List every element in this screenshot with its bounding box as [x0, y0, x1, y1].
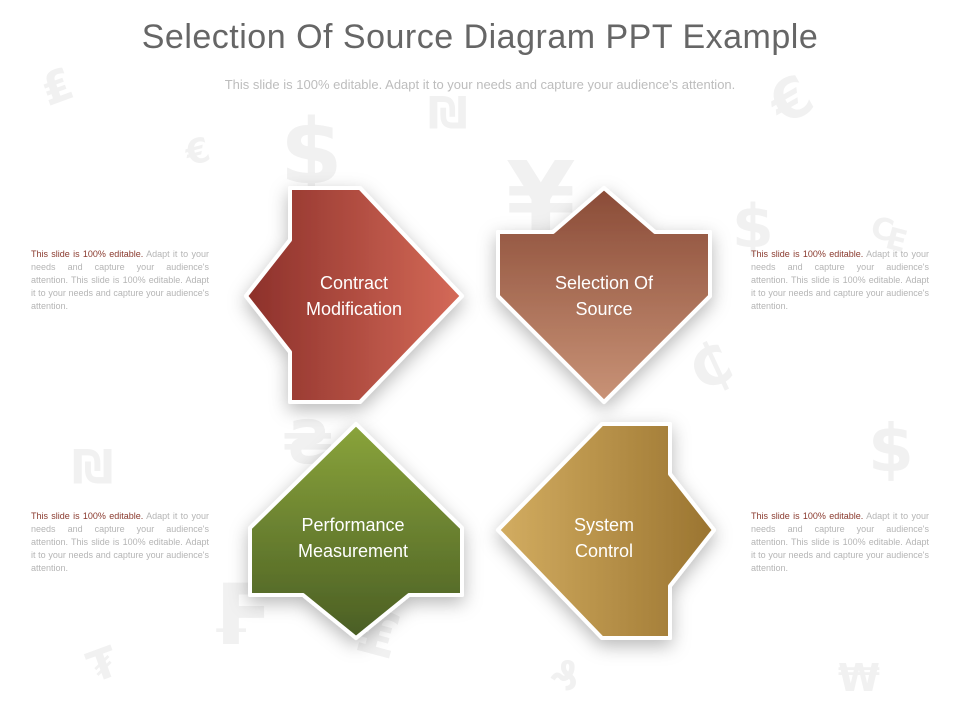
side-text-bottom-right: This slide is 100% editable. Adapt it to… [751, 510, 929, 575]
side-text-lead: This slide is 100% editable. [751, 511, 864, 521]
currency-watermark: ₰ [550, 654, 578, 700]
side-text-top-left: This slide is 100% editable. Adapt it to… [31, 248, 209, 313]
side-text-body: Adapt it to your needs and capture your … [751, 511, 929, 573]
side-text-lead: This slide is 100% editable. [31, 249, 144, 259]
contract-modification-shape [244, 186, 464, 404]
currency-watermark: ₪ [72, 440, 114, 494]
performance-measurement-shape [248, 422, 464, 640]
side-text-body: Adapt it to your needs and capture your … [31, 511, 209, 573]
side-text-body: Adapt it to your needs and capture your … [751, 249, 929, 311]
slide-subtitle: This slide is 100% editable. Adapt it to… [224, 77, 736, 92]
system-control-shape [496, 422, 716, 640]
side-text-lead: This slide is 100% editable. [31, 511, 144, 521]
label-line: Source [575, 299, 633, 319]
label-line: Contract [319, 273, 389, 293]
selection-of-source-shape [496, 186, 712, 404]
performance-measurement-label: Performance Measurement [268, 512, 438, 564]
label-line: System [573, 515, 634, 535]
label-line: Selection Of [554, 273, 654, 293]
side-text-lead: This slide is 100% editable. [751, 249, 864, 259]
currency-watermark: $ [868, 410, 914, 487]
currency-watermark: ₩ [838, 656, 880, 700]
label-line: Control [574, 541, 634, 561]
slide-title: Selection Of Source Diagram PPT Example [141, 18, 819, 56]
label-line: Performance [301, 515, 405, 535]
side-text-body: Adapt it to your needs and capture your … [31, 249, 209, 311]
side-text-top-right: This slide is 100% editable. Adapt it to… [751, 248, 929, 313]
currency-watermark: $ [732, 192, 774, 262]
label-line: Measurement [297, 541, 409, 561]
selection-of-source-label: Selection Of Source [519, 270, 689, 322]
currency-watermark: ₪ [428, 88, 468, 139]
side-text-bottom-left: This slide is 100% editable. Adapt it to… [31, 510, 209, 575]
label-line: Modification [305, 299, 403, 319]
system-control-label: System Control [519, 512, 689, 564]
contract-modification-label: Contract Modification [269, 270, 439, 322]
